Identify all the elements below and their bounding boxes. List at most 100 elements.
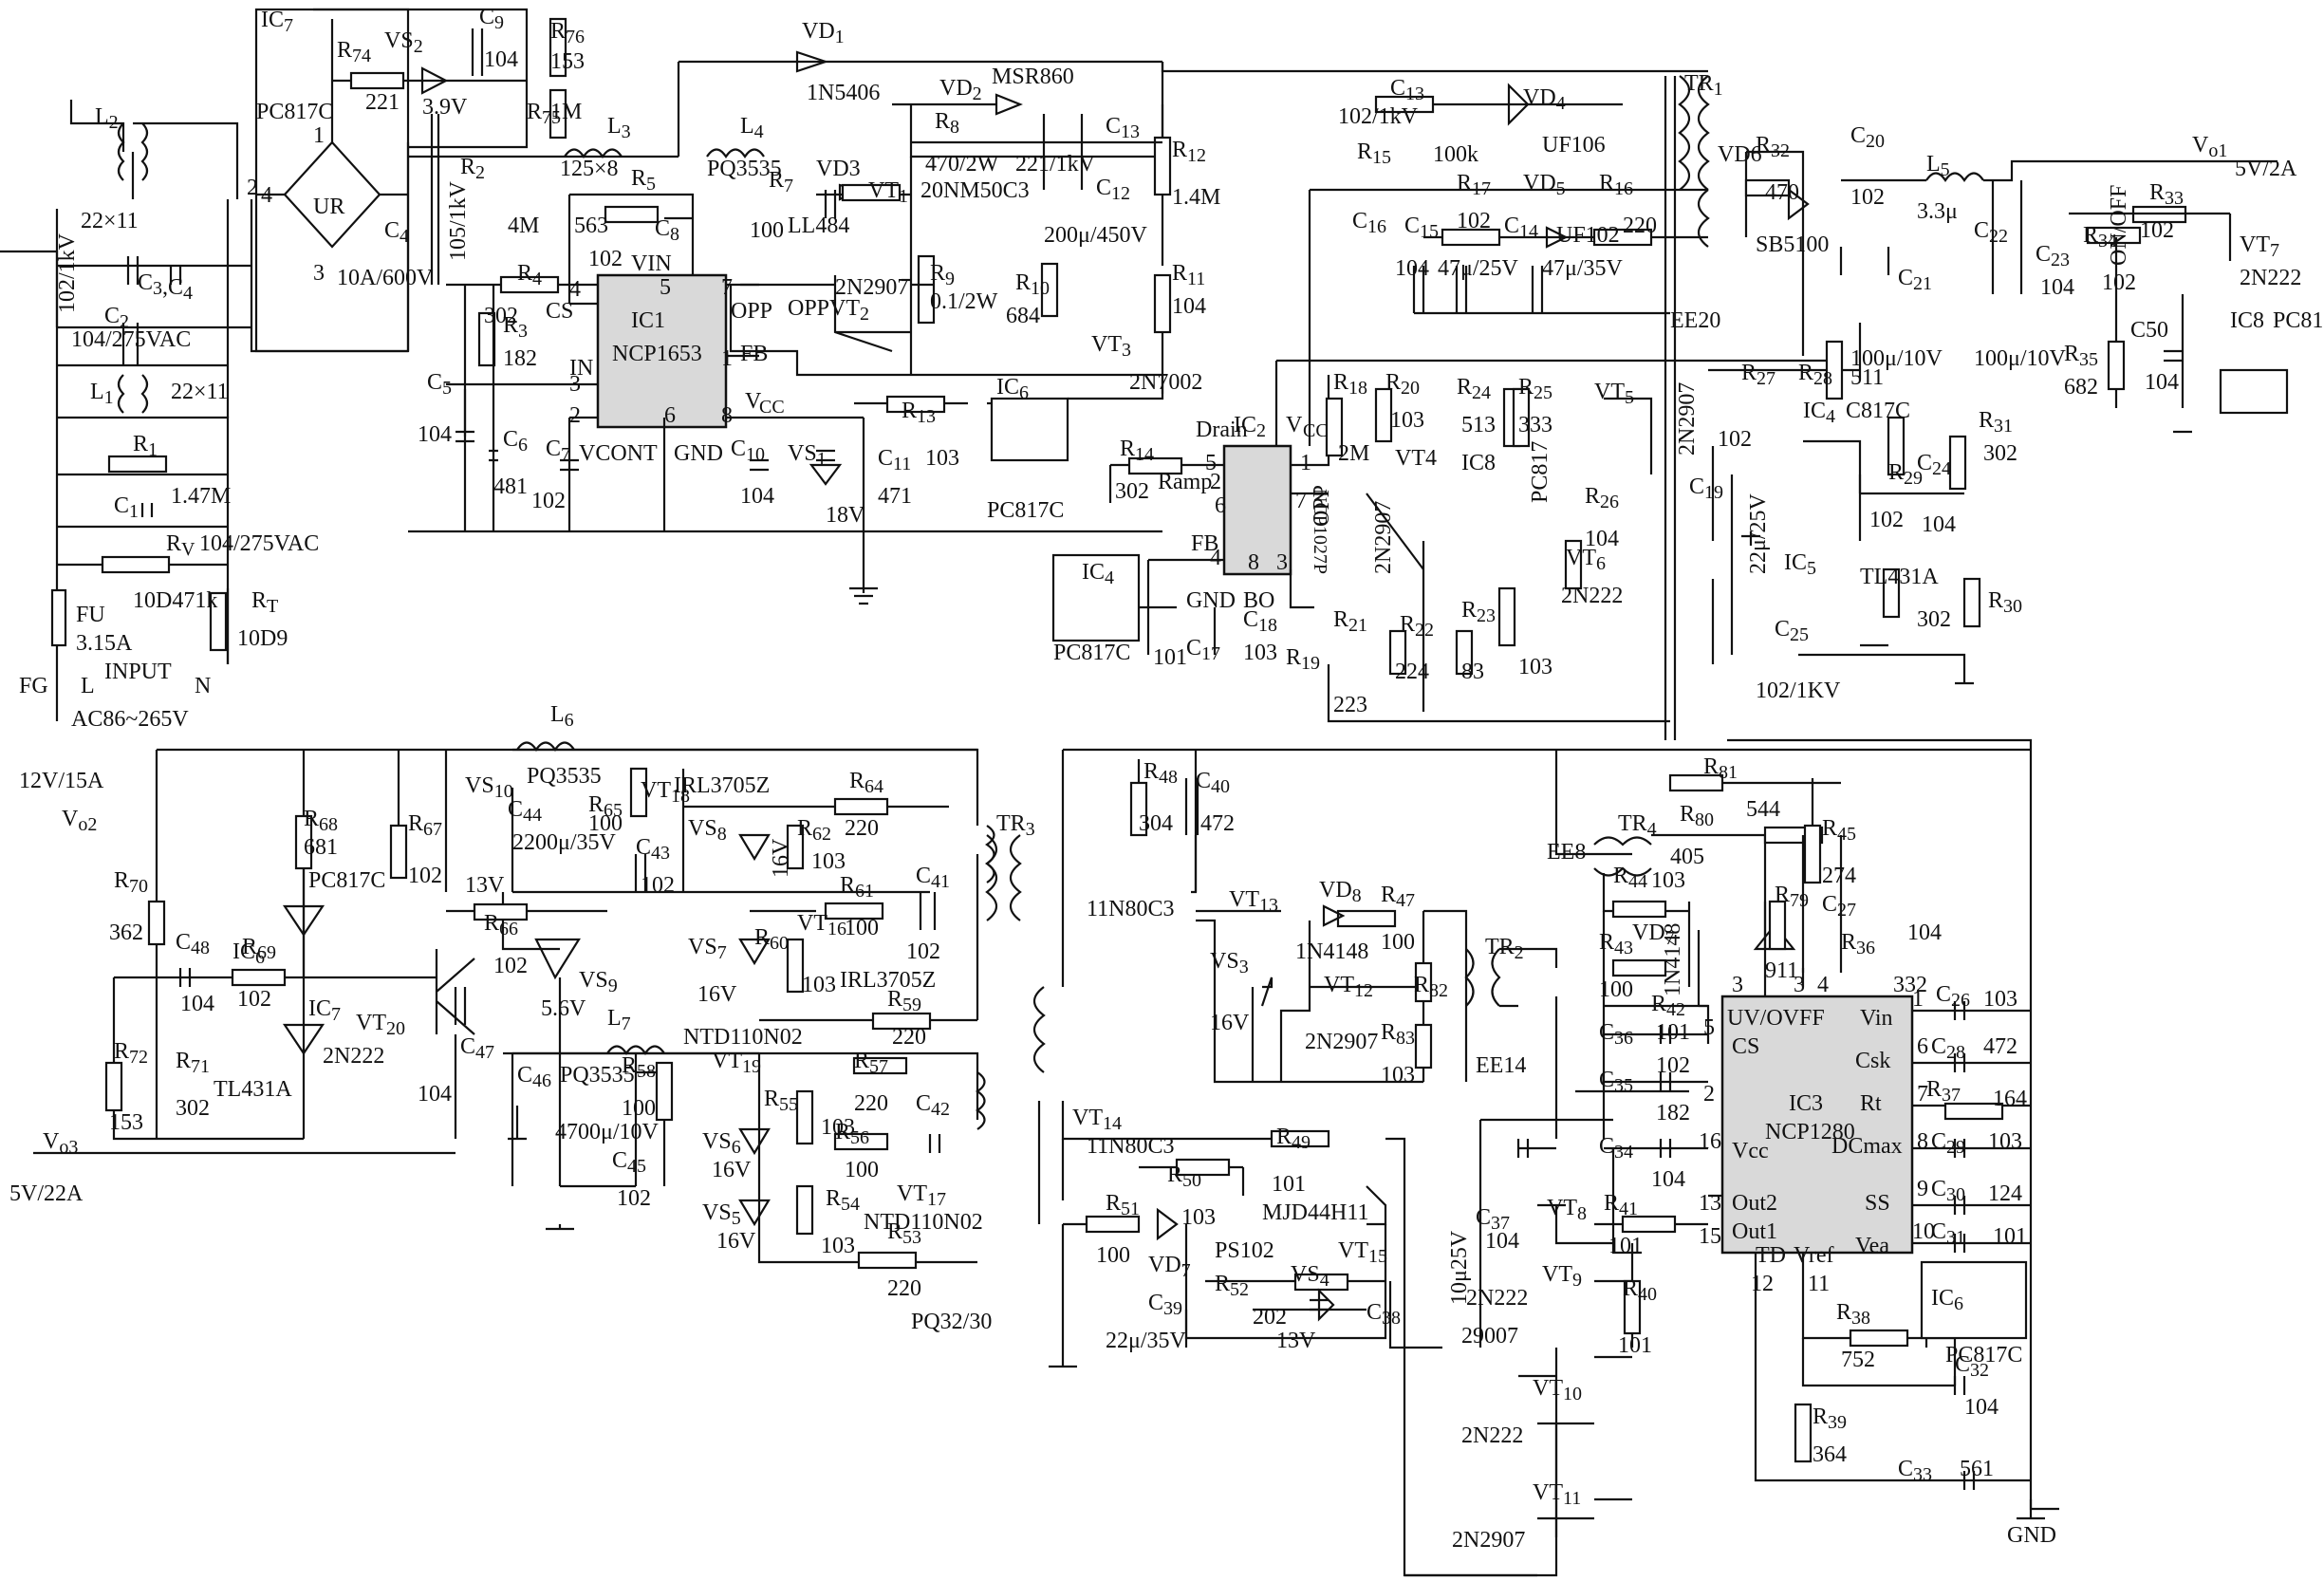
svg-text:47μ/35V: 47μ/35V <box>1542 256 1624 281</box>
tr4-section <box>1554 738 2059 1511</box>
svg-text:104: 104 <box>418 422 452 447</box>
svg-text:102: 102 <box>531 489 566 513</box>
svg-text:100: 100 <box>1599 977 1633 1002</box>
svg-text:R15: R15 <box>1357 140 1391 168</box>
svg-text:C10: C10 <box>731 437 765 465</box>
svg-text:VD8: VD8 <box>1319 878 1362 906</box>
svg-text:102: 102 <box>1457 209 1491 233</box>
svg-text:R44: R44 <box>1613 864 1647 892</box>
svg-text:682: 682 <box>2064 375 2098 400</box>
svg-text:104: 104 <box>1651 1167 1685 1192</box>
svg-text:103: 103 <box>821 1234 855 1258</box>
svg-text:IC2: IC2 <box>1234 413 1266 441</box>
svg-text:102: 102 <box>1718 427 1752 452</box>
svg-text:IN: IN <box>569 356 593 381</box>
svg-text:102: 102 <box>1656 1053 1690 1078</box>
svg-text:R72: R72 <box>114 1039 148 1068</box>
svg-text:102/1kV: 102/1kV <box>1338 104 1419 129</box>
svg-text:UR: UR <box>313 195 344 219</box>
ic2-ncp1027p: NCP1027P <box>1051 375 1330 655</box>
svg-text:100: 100 <box>622 1096 656 1121</box>
svg-text:C31: C31 <box>1931 1219 1965 1248</box>
svg-text:R2: R2 <box>460 155 485 183</box>
svg-text:2N222: 2N222 <box>1466 1286 1528 1311</box>
svg-text:NTD110N02: NTD110N02 <box>683 1025 803 1050</box>
svg-text:VT7: VT7 <box>2240 232 2279 261</box>
svg-text:R35: R35 <box>2064 342 2098 370</box>
svg-text:OPP: OPP <box>731 299 772 324</box>
ic3-ncp1280: IC3 NCP1280 <box>1720 987 2045 1520</box>
svg-text:C19: C19 <box>1689 474 1723 503</box>
svg-text:22μ/35V: 22μ/35V <box>1106 1329 1187 1353</box>
svg-text:R68: R68 <box>304 807 338 835</box>
svg-text:102: 102 <box>2102 270 2136 295</box>
svg-text:VD1: VD1 <box>802 19 845 47</box>
svg-text:R48: R48 <box>1143 759 1178 788</box>
svg-text:221/1kV: 221/1kV <box>1015 152 1096 177</box>
svg-text:BO: BO <box>1243 588 1274 613</box>
secondary-aux <box>1274 83 1827 723</box>
svg-text:VT4: VT4 <box>1395 446 1437 471</box>
svg-text:101: 101 <box>1608 1234 1643 1258</box>
svg-text:R47: R47 <box>1381 883 1415 911</box>
svg-text:101: 101 <box>1272 1172 1306 1197</box>
svg-text:PQ3535: PQ3535 <box>707 157 782 181</box>
svg-text:104: 104 <box>2040 275 2074 300</box>
svg-text:R52: R52 <box>1215 1272 1249 1300</box>
svg-text:Vref: Vref <box>1794 1243 1834 1268</box>
svg-text:302: 302 <box>1983 441 2017 466</box>
svg-text:104: 104 <box>1585 527 1619 551</box>
svg-text:102: 102 <box>906 939 940 964</box>
svg-text:100: 100 <box>588 811 623 836</box>
svg-text:16V: 16V <box>712 1158 752 1182</box>
svg-text:R16: R16 <box>1599 171 1633 199</box>
svg-text:752: 752 <box>1841 1348 1875 1372</box>
svg-text:304: 304 <box>1139 811 1173 836</box>
svg-text:29007: 29007 <box>1461 1324 1518 1348</box>
svg-text:L5: L5 <box>1926 152 1950 180</box>
svg-text:V: V <box>745 389 762 414</box>
svg-text:TR4: TR4 <box>1618 811 1657 840</box>
svg-text:103: 103 <box>1651 868 1685 893</box>
svg-text:R4: R4 <box>517 261 542 289</box>
svg-text:MSR860: MSR860 <box>992 65 1074 89</box>
svg-text:102/1kV: 102/1kV <box>55 232 80 313</box>
svg-text:VT10: VT10 <box>1533 1376 1582 1404</box>
svg-text:104: 104 <box>2145 370 2179 395</box>
svg-text:R11: R11 <box>1172 261 1205 289</box>
tr3-transformer <box>985 834 1046 1224</box>
svg-text:C15: C15 <box>1404 214 1439 242</box>
svg-text:C36: C36 <box>1599 1020 1633 1049</box>
svg-text:13: 13 <box>1699 1191 1721 1216</box>
svg-text:511: 511 <box>1850 365 1884 390</box>
svg-text:470/2W: 470/2W <box>925 152 999 177</box>
svg-text:472: 472 <box>1983 1034 2017 1059</box>
svg-text:VS3: VS3 <box>1210 949 1249 977</box>
svg-text:102: 102 <box>493 954 528 978</box>
svg-text:103: 103 <box>1390 408 1424 433</box>
svg-text:C2: C2 <box>104 304 129 332</box>
svg-text:N: N <box>195 674 211 698</box>
svg-text:102: 102 <box>237 987 271 1012</box>
svg-text:102: 102 <box>408 864 442 888</box>
svg-text:C8: C8 <box>655 216 679 245</box>
svg-text:220: 220 <box>887 1276 921 1301</box>
svg-text:VT14: VT14 <box>1072 1106 1122 1134</box>
svg-text:10: 10 <box>1912 1219 1935 1244</box>
svg-text:VIN: VIN <box>631 251 672 276</box>
svg-text:164: 164 <box>1993 1087 2027 1111</box>
svg-text:R26: R26 <box>1585 484 1619 512</box>
svg-text:VS7: VS7 <box>688 935 727 963</box>
svg-text:VD7: VD7 <box>1148 1253 1191 1281</box>
svg-text:C48: C48 <box>176 930 210 958</box>
svg-text:472: 472 <box>1200 811 1235 836</box>
svg-text:Drain: Drain <box>1196 418 1248 442</box>
svg-text:R23: R23 <box>1461 598 1496 626</box>
svg-text:C39: C39 <box>1148 1291 1182 1319</box>
sync-rect-vo2 <box>511 741 979 1031</box>
svg-text:7: 7 <box>1917 1082 1928 1107</box>
svg-text:VS10: VS10 <box>465 773 513 802</box>
svg-text:EE20: EE20 <box>1670 308 1720 333</box>
svg-text:R30: R30 <box>1988 588 2022 617</box>
svg-text:VT17: VT17 <box>897 1181 946 1210</box>
